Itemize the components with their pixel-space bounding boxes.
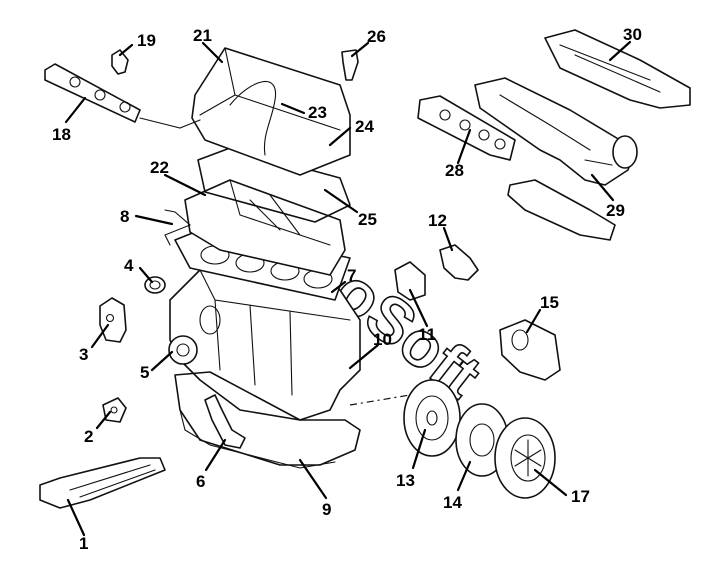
oil-sump xyxy=(174,371,361,469)
callout-10: 10 xyxy=(373,330,392,349)
callout-9: 9 xyxy=(322,500,331,519)
mounting-bracket xyxy=(439,244,479,281)
thermostat xyxy=(144,276,166,294)
callout-15: 15 xyxy=(540,293,559,312)
cylinder-head xyxy=(184,179,346,276)
callout-11: 11 xyxy=(418,325,436,344)
valve-cover xyxy=(191,47,351,176)
callout-5: 5 xyxy=(140,363,149,382)
gearbox-mount xyxy=(394,261,426,301)
callout-14: 14 xyxy=(443,493,462,512)
callout-26: 26 xyxy=(367,27,386,46)
callout-18: 18 xyxy=(52,125,71,144)
callout-28: 28 xyxy=(445,161,464,180)
pressure-plate xyxy=(494,417,556,499)
engine-mount xyxy=(102,397,127,423)
callout-17: 17 xyxy=(571,487,590,506)
callout-25: 25 xyxy=(358,210,377,229)
cylinder-block xyxy=(168,269,361,421)
exhaust-gasket xyxy=(417,95,516,161)
harness xyxy=(164,209,192,246)
sensor-upper xyxy=(341,49,359,81)
callout-7: 7 xyxy=(347,266,356,285)
callout-4: 4 xyxy=(124,256,134,275)
callout-13: 13 xyxy=(396,471,415,490)
fuel-rail xyxy=(44,63,201,129)
callout-23: 23 xyxy=(308,103,327,122)
callout-19: 19 xyxy=(137,31,156,50)
oil-pickup xyxy=(204,394,246,449)
exhaust-manifold xyxy=(474,77,638,186)
bracket xyxy=(99,297,127,343)
flywheel xyxy=(403,379,461,457)
callout-labels: 1 2 3 4 5 6 7 8 9 10 11 12 13 14 15 17 1… xyxy=(52,25,642,553)
sensor xyxy=(111,49,129,75)
callout-29: 29 xyxy=(606,201,625,220)
heat-shield-lower xyxy=(507,179,616,241)
heat-shield xyxy=(544,29,691,109)
callout-22: 22 xyxy=(150,158,169,177)
callout-30: 30 xyxy=(623,25,642,44)
callout-3: 3 xyxy=(79,345,88,364)
callout-12: 12 xyxy=(428,211,447,230)
leader-lines xyxy=(64,40,632,537)
callout-2: 2 xyxy=(84,427,93,446)
callout-24: 24 xyxy=(355,117,374,136)
callout-1: 1 xyxy=(79,534,88,553)
callout-6: 6 xyxy=(196,472,205,491)
callout-21: 21 xyxy=(193,26,212,45)
starter-motor xyxy=(499,319,561,381)
callout-8: 8 xyxy=(120,207,129,226)
alignment-line xyxy=(349,394,411,406)
engine-undertray xyxy=(39,457,166,509)
